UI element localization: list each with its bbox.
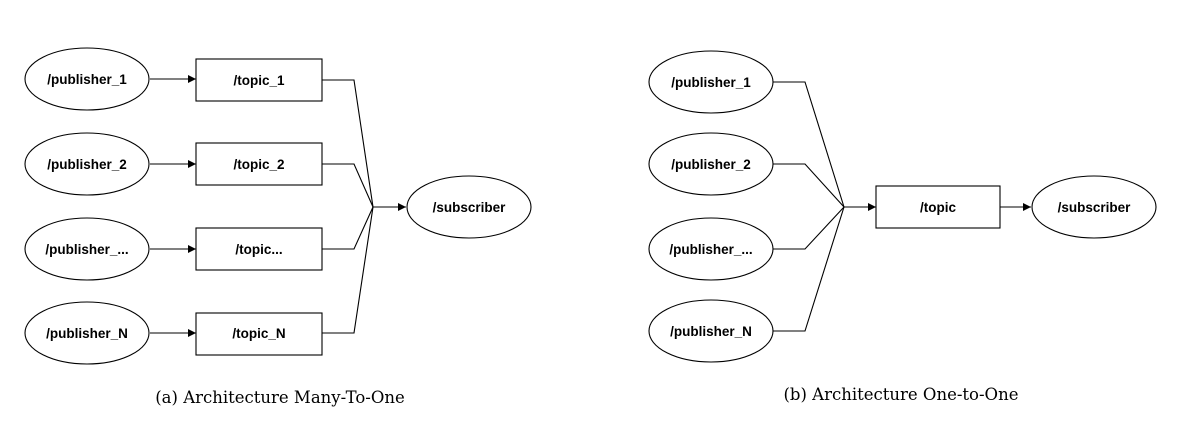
subscriber-node: /subscriber bbox=[406, 175, 532, 239]
publisher-label: /publisher_... bbox=[45, 242, 128, 257]
edge-topic-1-to-merge bbox=[322, 79, 374, 208]
topic-label: /topic bbox=[920, 200, 956, 215]
edge-publisher-etc-to-merge bbox=[773, 206, 845, 250]
subscriber-label: /subscriber bbox=[1058, 200, 1132, 215]
diagram-one-to-one: /publisher_1 /publisher_2 /publisher_...… bbox=[648, 50, 1157, 404]
topic-label: /topic_2 bbox=[233, 157, 284, 172]
publisher-label: /publisher_2 bbox=[47, 157, 127, 172]
subscriber-node: /subscriber bbox=[1031, 175, 1157, 239]
edge-publisher-2-to-merge bbox=[773, 163, 845, 208]
topic-node: /topic... bbox=[195, 227, 323, 271]
publisher-node: /publisher_... bbox=[24, 217, 150, 281]
publisher-label: /publisher_1 bbox=[47, 72, 127, 87]
publisher-label: /publisher_2 bbox=[671, 157, 751, 172]
topic-node: /topic_1 bbox=[195, 58, 323, 102]
diagram-many-to-one: /publisher_1 /publisher_2 /publisher_...… bbox=[24, 47, 532, 407]
edges-one-to-one bbox=[773, 81, 1031, 332]
publisher-node: /publisher_2 bbox=[648, 132, 774, 196]
edge-publisher-n-to-merge bbox=[773, 206, 845, 332]
topic-node: /topic bbox=[875, 185, 1001, 229]
edges-many-to-one bbox=[150, 75, 406, 337]
edge-topic-etc-to-merge bbox=[322, 206, 374, 250]
edge-publisher-1-to-merge bbox=[773, 81, 845, 208]
publisher-label: /publisher_... bbox=[669, 242, 752, 257]
topic-label: /topic_N bbox=[232, 326, 285, 341]
publisher-label: /publisher_1 bbox=[671, 75, 751, 90]
topic-node: /topic_2 bbox=[195, 142, 323, 186]
caption-many-to-one: (a) Architecture Many-To-One bbox=[155, 388, 405, 407]
publisher-label: /publisher_N bbox=[670, 324, 752, 339]
subscriber-label: /subscriber bbox=[433, 200, 507, 215]
publisher-node: /publisher_N bbox=[24, 301, 150, 365]
publisher-label: /publisher_N bbox=[46, 326, 128, 341]
caption-one-to-one: (b) Architecture One-to-One bbox=[784, 385, 1019, 404]
topic-node: /topic_N bbox=[195, 312, 323, 356]
edge-topic-n-to-merge bbox=[322, 206, 374, 334]
topic-label: /topic_1 bbox=[233, 73, 285, 88]
edge-topic-2-to-merge bbox=[322, 163, 374, 208]
topic-label: /topic... bbox=[235, 242, 282, 257]
publisher-node: /publisher_... bbox=[648, 217, 774, 281]
publisher-node: /publisher_1 bbox=[648, 50, 774, 114]
publisher-node: /publisher_N bbox=[648, 299, 774, 363]
publisher-node: /publisher_2 bbox=[24, 132, 150, 196]
publisher-node: /publisher_1 bbox=[24, 47, 150, 111]
